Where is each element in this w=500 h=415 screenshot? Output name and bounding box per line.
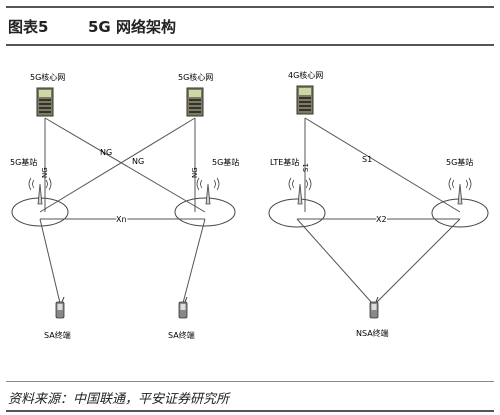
link-s1-diagonal [304,117,461,213]
link-terminal-left [39,218,61,304]
network-architecture-diagram: 5G核心网 5G核心网 5G基站 5G基站 NG NG NG NG Xn SA终… [10,70,489,340]
terminal-left-label: SA终端 [44,330,71,340]
terminal-phone-icon [369,296,379,319]
terminal-phone-icon [178,296,188,319]
terminal-right-label: SA终端 [168,330,195,340]
link-ng-right-vertical-label: NG [191,167,199,178]
link-terminal-5g [375,218,461,304]
terminal-label: NSA终端 [356,328,389,338]
coverage-ellipse-right [174,197,236,227]
link-ng-cross-left-label: NG [100,148,112,157]
core-network-server-icon [296,85,314,115]
figure-header: 图表5 5G 网络架构 [6,6,494,46]
coverage-ellipse-lte [268,198,326,228]
link-ng-cross-left [44,117,206,213]
bs-left-label: 5G基站 [10,157,37,167]
left-diagram: 5G核心网 5G核心网 5G基站 5G基站 NG NG NG NG Xn SA终… [10,72,239,340]
link-ng-cross-right-label: NG [132,157,144,166]
link-xn-label: Xn [116,215,127,224]
core-left-label: 5G核心网 [30,72,65,82]
link-terminal-right [182,218,206,304]
base-station-antenna-icon [28,177,52,205]
core-network-server-icon [36,87,54,117]
core-right-label: 5G核心网 [178,72,213,82]
terminal-phone-icon [55,296,65,319]
bs-5g-label: 5G基站 [446,157,473,167]
bs-lte-label: LTE基站 [270,157,299,167]
core-network-server-icon [186,87,204,117]
link-x2-label: X2 [376,215,387,224]
base-station-antenna-icon [196,177,220,205]
link-ng-left-vertical-label: NG [41,167,49,178]
bs-right-label: 5G基站 [212,157,239,167]
base-station-antenna-icon [448,177,472,205]
link-ng-cross-right [39,117,196,213]
figure-title: 5G 网络架构 [88,18,176,36]
figure-label: 图表5 [8,18,49,36]
link-terminal-lte [296,218,373,304]
source-note: 资料来源：中国联通，平安证券研究所 [8,392,230,407]
link-s1-vertical-label: S1 [302,163,310,172]
figure-footer: 资料来源：中国联通，平安证券研究所 [6,381,494,412]
core-label: 4G核心网 [288,70,323,80]
right-diagram: 4G核心网 LTE基站 5G基站 S1 S1 X2 NSA终端 [268,70,489,338]
link-s1-diagonal-label: S1 [362,155,372,164]
